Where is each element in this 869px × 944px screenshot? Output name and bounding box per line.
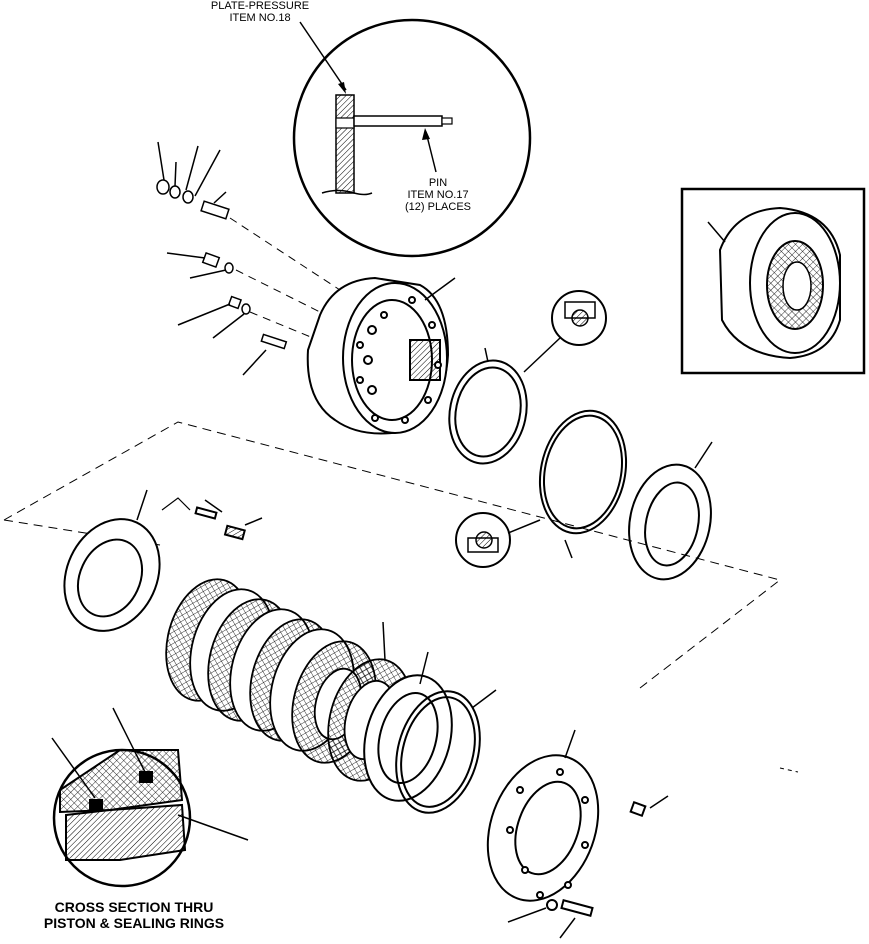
pressure-plate-detail <box>292 18 532 258</box>
plate-pressure-item-label: ITEM NO.18 <box>229 12 290 24</box>
snap-ring <box>395 689 497 814</box>
cross-section-detail <box>51 707 249 888</box>
alignment-lines-upper <box>229 217 341 341</box>
cross-section-caption-line2: PISTON & SEALING RINGS <box>44 915 224 931</box>
cross-section-caption-line1: CROSS SECTION THRU <box>55 899 214 915</box>
piston-housing <box>306 276 456 435</box>
retainer-ring-right <box>628 441 713 581</box>
reaction-plate <box>363 651 453 802</box>
spring-plate <box>63 489 263 632</box>
alignment-lines-lower <box>3 421 782 689</box>
end-cover-flange <box>486 729 799 939</box>
assembled-view-inset <box>680 187 866 375</box>
plate-pressure-label: PLATE-PRESSURE <box>211 0 309 12</box>
seal-detail-upper <box>523 290 607 373</box>
pin-places-label: (12) PLACES <box>405 201 471 213</box>
fastener-group-upper <box>156 141 230 220</box>
pin-label: PIN <box>429 177 447 189</box>
pin-item-label: ITEM NO.17 <box>407 189 468 201</box>
fastener-group-middle <box>166 251 288 376</box>
seal-detail-lower <box>455 512 541 568</box>
sealing-ring-large <box>538 409 628 559</box>
sealing-ring-outer <box>448 347 528 465</box>
